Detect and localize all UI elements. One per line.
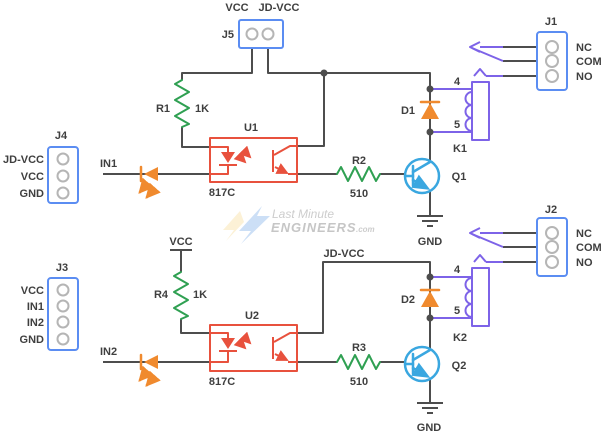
j3-label-in1: IN1 <box>27 301 44 313</box>
label-j3: J3 <box>56 262 68 274</box>
j4-label-gnd: GND <box>20 188 45 200</box>
label-in2: IN2 <box>100 346 117 358</box>
j4-pin-jdvcc <box>56 152 70 166</box>
j2-pin-nc <box>545 226 559 240</box>
watermark-brand-tld: .com <box>356 225 375 234</box>
j2-pin-com <box>545 240 559 254</box>
transistor-q2 <box>403 345 441 383</box>
resistor-r3 <box>336 354 381 370</box>
j2-label-no: NO <box>576 257 593 269</box>
watermark-brand-top: Last Minute <box>272 207 334 221</box>
j5-pin-1 <box>245 27 259 41</box>
relay-k1-coil <box>433 81 490 141</box>
j2-label-com: COM <box>576 242 602 254</box>
j1-pin-no <box>545 69 559 83</box>
value-r1: 1K <box>195 103 209 115</box>
j1-label-no: NO <box>576 71 593 83</box>
label-j2: J2 <box>545 204 557 216</box>
diode-d1-icon <box>419 100 441 119</box>
j5-pin-label-jdvcc: JD-VCC <box>259 2 300 14</box>
relay-k2-coil <box>433 267 490 327</box>
label-r3: R3 <box>352 342 366 354</box>
label-q2: Q2 <box>452 360 467 372</box>
j3-label-gnd: GND <box>20 334 45 346</box>
part-u2: 817C <box>209 376 235 388</box>
j1-pin-nc <box>545 40 559 54</box>
ground-symbol-q2 <box>417 402 443 414</box>
watermark-brand-bottom: ENGINEERS <box>271 220 357 235</box>
connector-j2 <box>536 217 568 277</box>
led-in2-icon <box>138 353 161 387</box>
vcc-rail-label: VCC <box>169 236 192 248</box>
label-q1: Q1 <box>452 171 467 183</box>
label-r1: R1 <box>156 103 170 115</box>
resistor-r4 <box>173 271 189 320</box>
connector-j3 <box>47 277 79 351</box>
label-j1: J1 <box>545 16 557 28</box>
j2-pin-no <box>545 255 559 269</box>
j1-label-com: COM <box>576 56 602 68</box>
j3-pin-vcc <box>56 283 70 297</box>
relay-k1-contacts <box>469 41 504 77</box>
label-d1: D1 <box>401 105 415 117</box>
j1-label-nc: NC <box>576 42 592 54</box>
k1-pin5-label: 5 <box>454 119 460 131</box>
ground-symbol-q1 <box>417 215 443 227</box>
value-r3: 510 <box>350 376 368 388</box>
resistor-r1 <box>174 79 190 128</box>
optocoupler-u1 <box>209 137 298 183</box>
j5-pin-label-vcc: VCC <box>225 2 248 14</box>
j3-label-vcc: VCC <box>21 285 44 297</box>
optocoupler-u2 <box>209 324 298 372</box>
j1-pin-com <box>545 54 559 68</box>
j3-pin-gnd <box>56 332 70 346</box>
value-r4: 1K <box>193 289 207 301</box>
gnd-label-q1: GND <box>418 236 443 248</box>
j2-label-nc: NC <box>576 228 592 240</box>
j4-pin-vcc <box>56 169 70 183</box>
resistor-r2 <box>336 166 381 182</box>
label-k2: K2 <box>453 332 467 344</box>
transistor-q1 <box>403 157 441 195</box>
label-k1: K1 <box>453 143 467 155</box>
j3-pin-in2 <box>56 315 70 329</box>
k1-pin4-label: 4 <box>454 76 461 88</box>
label-j5: J5 <box>222 29 234 41</box>
j3-label-in2: IN2 <box>27 317 44 329</box>
connector-j5 <box>238 19 284 49</box>
label-j4: J4 <box>55 130 68 142</box>
j4-label-jdvcc: JD-VCC <box>3 154 44 166</box>
label-u1: U1 <box>244 122 258 134</box>
j5-pin-2 <box>261 27 275 41</box>
watermark-logo <box>223 206 270 244</box>
part-u1: 817C <box>209 187 235 199</box>
jdvcc-rail-label: JD-VCC <box>324 248 365 260</box>
label-u2: U2 <box>245 310 259 322</box>
label-r2: R2 <box>352 155 366 167</box>
connector-j4 <box>47 146 79 204</box>
j3-pin-in1 <box>56 299 70 313</box>
led-in1-icon <box>138 165 161 199</box>
k2-pin4-label: 4 <box>454 264 461 276</box>
label-in1: IN1 <box>100 158 117 170</box>
k2-pin5-label: 5 <box>454 305 460 317</box>
value-r2: 510 <box>350 188 368 200</box>
diode-d2-icon <box>419 288 441 307</box>
relay-k2-contacts <box>469 227 504 263</box>
gnd-label-q2: GND <box>417 422 442 434</box>
j4-pin-gnd <box>56 186 70 200</box>
j4-label-vcc: VCC <box>21 171 44 183</box>
junction-dots <box>320 69 434 322</box>
connector-j1 <box>536 31 568 91</box>
label-r4: R4 <box>154 289 169 301</box>
label-d2: D2 <box>401 294 415 306</box>
